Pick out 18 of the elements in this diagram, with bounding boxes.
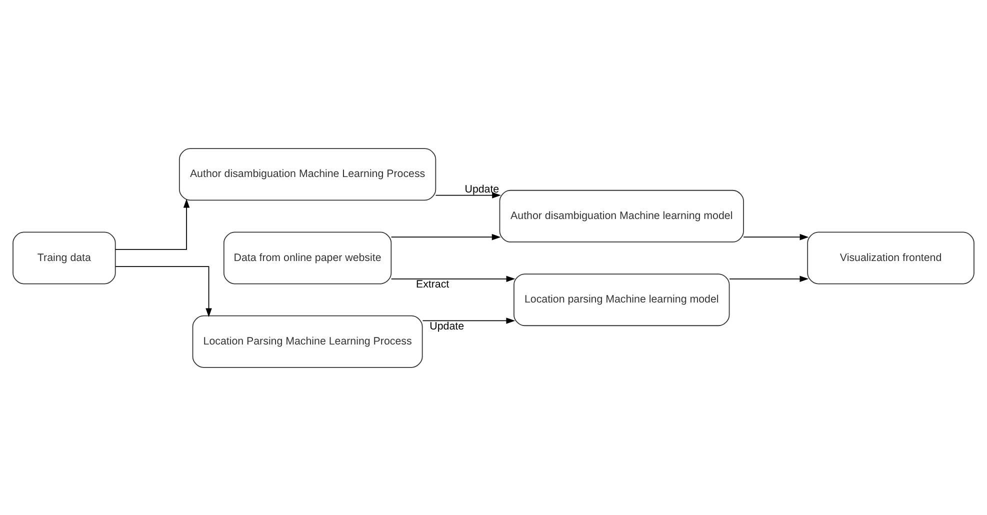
arrow xyxy=(390,233,501,240)
arrow xyxy=(435,192,501,198)
arrow xyxy=(114,198,190,250)
node-box: Author disambiguation Machine Learning Process xyxy=(178,148,436,200)
node-box: Author disambiguation Machine learning model xyxy=(499,189,744,242)
edge-label: Update xyxy=(464,182,500,195)
arrow xyxy=(743,233,809,240)
node-box: Traing data xyxy=(12,231,116,284)
arrow xyxy=(422,317,516,324)
node-box: Data from online paper website xyxy=(223,231,392,284)
arrow xyxy=(390,275,516,282)
arrow xyxy=(115,266,212,317)
edge-label: Extract xyxy=(416,278,450,290)
node-box: Location Parsing Machine Learning Process xyxy=(192,314,423,368)
node-box: Visualization frontend xyxy=(807,231,974,284)
node-box: Location parsing Machine learning model xyxy=(514,273,730,326)
edge-label: Update xyxy=(430,320,464,332)
arrow xyxy=(729,275,809,282)
